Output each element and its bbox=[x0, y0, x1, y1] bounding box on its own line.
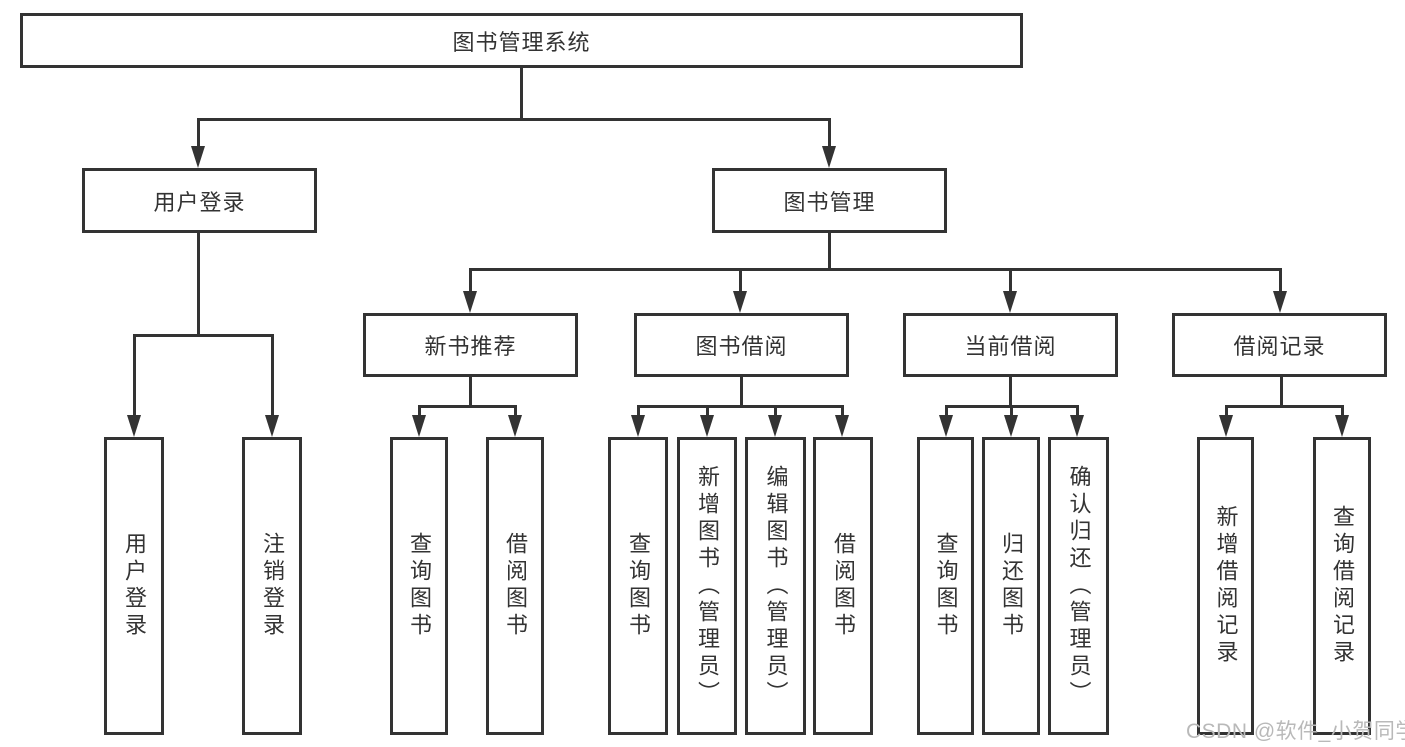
node-leaf-add-books-admin: 新增图书（管理员） bbox=[677, 437, 737, 735]
node-label: 确认归还（管理员） bbox=[1066, 464, 1092, 708]
node-leaf-query-books-2: 查询图书 bbox=[608, 437, 668, 735]
connector-vline bbox=[828, 233, 831, 270]
node-label: 借阅记录 bbox=[1233, 334, 1326, 359]
node-label: 借阅图书 bbox=[831, 532, 856, 640]
connector-hline bbox=[469, 268, 1282, 271]
node-label: 用户登录 bbox=[122, 532, 147, 640]
node-label: 查询图书 bbox=[626, 532, 651, 640]
connector-vline bbox=[271, 334, 274, 415]
connector-vline bbox=[1009, 268, 1012, 293]
node-label: 查询借阅记录 bbox=[1330, 505, 1355, 667]
connector-vline bbox=[706, 405, 709, 417]
connector-vline bbox=[418, 405, 421, 417]
node-label: 当前借阅 bbox=[964, 334, 1057, 359]
connector-vline bbox=[1341, 405, 1344, 417]
connector-vline bbox=[828, 118, 831, 148]
node-label: 注销登录 bbox=[260, 532, 285, 640]
node-label: 查询图书 bbox=[933, 532, 959, 640]
node-library-management-system: 图书管理系统 bbox=[20, 13, 1023, 68]
connector-vline bbox=[1076, 405, 1079, 417]
arrow-down-icon bbox=[733, 291, 747, 313]
connector-vline bbox=[1279, 268, 1282, 293]
node-leaf-query-borrow-record: 查询借阅记录 bbox=[1313, 437, 1371, 735]
node-label: 图书管理 bbox=[783, 189, 876, 215]
connector-vline bbox=[133, 334, 136, 415]
connector-vline bbox=[469, 268, 472, 293]
connector-vline bbox=[514, 405, 517, 417]
connector-vline bbox=[1280, 377, 1283, 407]
node-leaf-confirm-return-admin: 确认归还（管理员） bbox=[1048, 437, 1109, 735]
connector-hline bbox=[133, 334, 274, 337]
node-leaf-logout: 注销登录 bbox=[242, 437, 302, 735]
node-label: 查询图书 bbox=[407, 532, 432, 640]
node-book-management: 图书管理 bbox=[712, 168, 947, 233]
connector-vline bbox=[739, 268, 742, 293]
connector-vline bbox=[740, 377, 743, 407]
arrow-down-icon bbox=[768, 415, 782, 437]
csdn-watermark: CSDN @软件_小贺同学 bbox=[1186, 720, 1405, 743]
arrow-down-icon bbox=[412, 415, 426, 437]
node-leaf-query-books-3: 查询图书 bbox=[917, 437, 974, 735]
connector-vline bbox=[520, 68, 523, 120]
arrow-down-icon bbox=[1070, 415, 1084, 437]
node-label: 新书推荐 bbox=[424, 334, 517, 359]
node-leaf-user-login: 用户登录 bbox=[104, 437, 164, 735]
arrow-down-icon bbox=[939, 415, 953, 437]
node-label: 图书借阅 bbox=[695, 334, 788, 359]
connector-vline bbox=[197, 118, 200, 148]
node-borrowing-records: 借阅记录 bbox=[1172, 313, 1387, 377]
node-label: 归还图书 bbox=[999, 532, 1024, 640]
node-user-login: 用户登录 bbox=[82, 168, 317, 233]
connector-vline bbox=[841, 405, 844, 417]
arrow-down-icon bbox=[127, 415, 141, 437]
node-book-borrowing: 图书借阅 bbox=[634, 313, 849, 377]
arrow-down-icon bbox=[835, 415, 849, 437]
connector-vline bbox=[637, 405, 640, 417]
connector-hline bbox=[197, 118, 831, 121]
arrow-down-icon bbox=[1219, 415, 1233, 437]
connector-hline bbox=[1225, 405, 1343, 408]
arrow-down-icon bbox=[508, 415, 522, 437]
connector-vline bbox=[1009, 377, 1012, 407]
connector-vline bbox=[469, 377, 472, 407]
connector-hline bbox=[637, 405, 844, 408]
node-label: 新增图书（管理员） bbox=[695, 464, 720, 708]
connector-vline bbox=[197, 233, 200, 336]
arrow-down-icon bbox=[631, 415, 645, 437]
node-new-book-recommendation: 新书推荐 bbox=[363, 313, 578, 377]
arrow-down-icon bbox=[700, 415, 714, 437]
connector-vline bbox=[1225, 405, 1228, 417]
connector-vline bbox=[774, 405, 777, 417]
arrow-down-icon bbox=[265, 415, 279, 437]
node-label: 图书管理系统 bbox=[452, 29, 591, 55]
node-leaf-add-borrow-record: 新增借阅记录 bbox=[1197, 437, 1254, 735]
node-leaf-borrow-books-2: 借阅图书 bbox=[813, 437, 873, 735]
node-leaf-borrow-books-1: 借阅图书 bbox=[486, 437, 544, 735]
node-current-borrowing: 当前借阅 bbox=[903, 313, 1118, 377]
connector-vline bbox=[1010, 405, 1013, 417]
arrow-down-icon bbox=[1273, 291, 1287, 313]
node-label: 编辑图书（管理员） bbox=[763, 464, 789, 708]
arrow-down-icon bbox=[1335, 415, 1349, 437]
arrow-down-icon bbox=[463, 291, 477, 313]
node-label: 新增借阅记录 bbox=[1213, 505, 1239, 667]
node-label: 用户登录 bbox=[153, 189, 246, 215]
arrow-down-icon bbox=[1003, 291, 1017, 313]
connector-hline bbox=[418, 405, 517, 408]
node-leaf-return-books: 归还图书 bbox=[982, 437, 1040, 735]
arrow-down-icon bbox=[1004, 415, 1018, 437]
arrow-down-icon bbox=[191, 146, 205, 168]
connector-vline bbox=[945, 405, 948, 417]
arrow-down-icon bbox=[822, 146, 836, 168]
node-label: 借阅图书 bbox=[503, 532, 528, 640]
node-leaf-query-books-1: 查询图书 bbox=[390, 437, 448, 735]
node-leaf-edit-books-admin: 编辑图书（管理员） bbox=[745, 437, 806, 735]
